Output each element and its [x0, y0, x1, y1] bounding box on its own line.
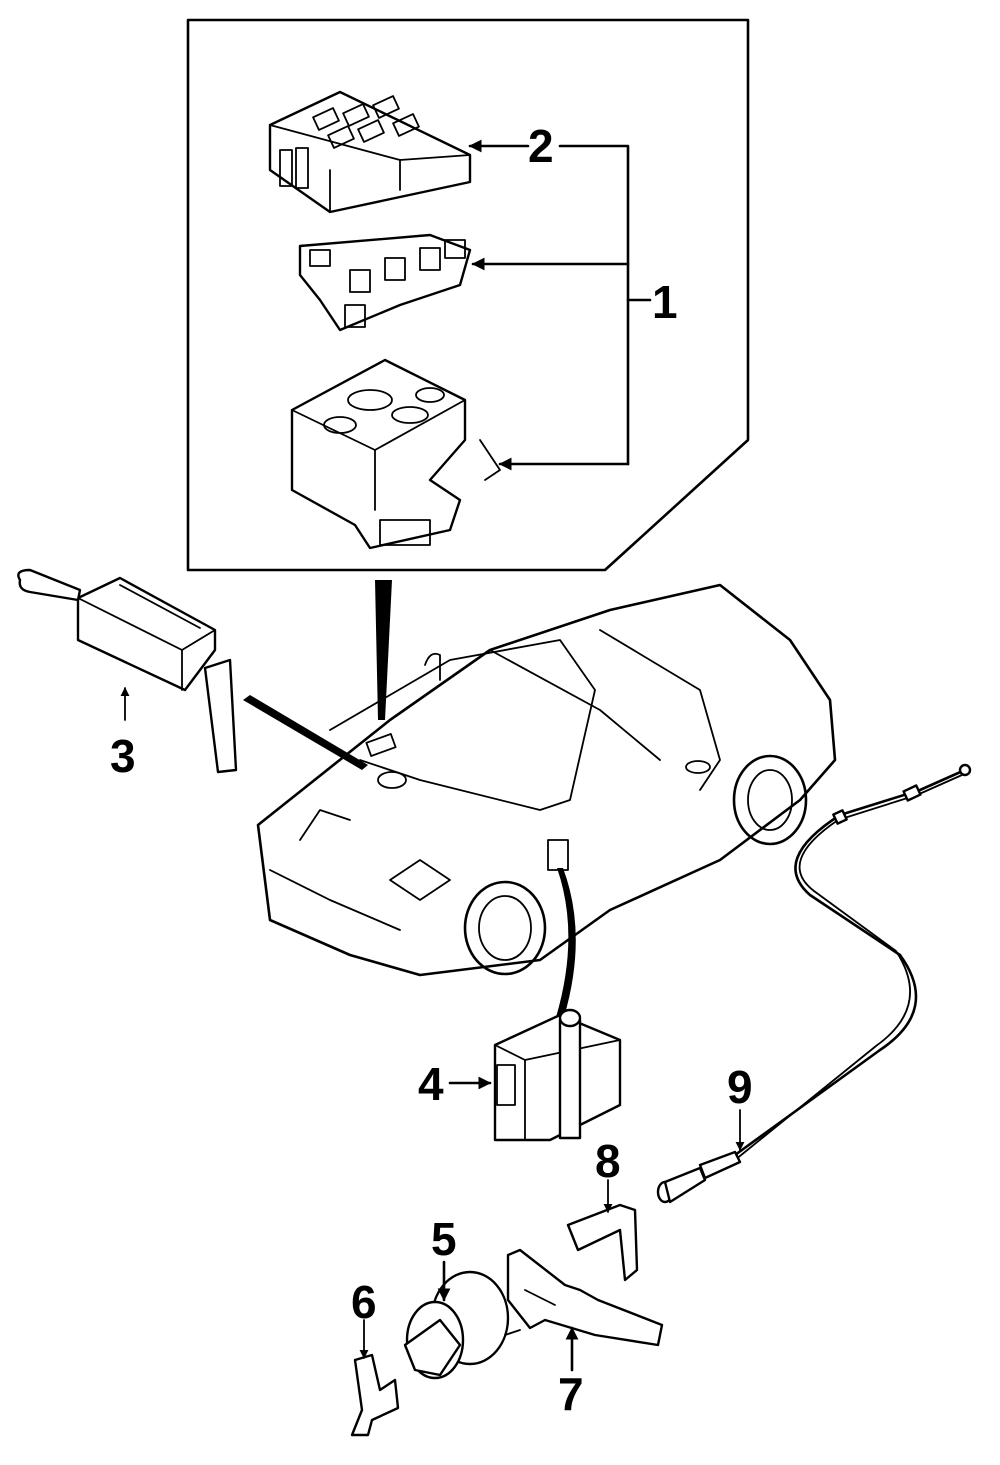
fuse-box-cover — [268, 90, 472, 214]
leader-lines-group-1 — [468, 139, 652, 471]
small-bracket-6 — [350, 1353, 400, 1437]
cable-9 — [656, 763, 972, 1204]
callout-9: 9 — [727, 1061, 753, 1113]
thick-leader-module4 — [552, 868, 576, 1030]
callout-1: 1 — [652, 276, 678, 328]
relay-set — [298, 233, 472, 332]
ignition-switch-5 — [403, 1270, 521, 1380]
callout-2: 2 — [528, 120, 554, 172]
callout-6: 6 — [351, 1276, 377, 1328]
car-body — [256, 583, 837, 977]
mounting-plate-7 — [506, 1248, 664, 1347]
callout-7: 7 — [558, 1368, 584, 1420]
callout-4: 4 — [418, 1058, 444, 1110]
control-module-4 — [493, 1008, 622, 1142]
bracket-8 — [566, 1203, 639, 1282]
fuse-box-body — [290, 358, 501, 550]
control-unit-3 — [17, 568, 238, 774]
callout-3: 3 — [110, 730, 136, 782]
thick-leader-fusebox — [375, 580, 392, 720]
callout-5: 5 — [431, 1213, 457, 1265]
thick-leader-unit3 — [243, 695, 368, 770]
inset-frame — [186, 18, 750, 572]
callout-8: 8 — [595, 1135, 621, 1187]
